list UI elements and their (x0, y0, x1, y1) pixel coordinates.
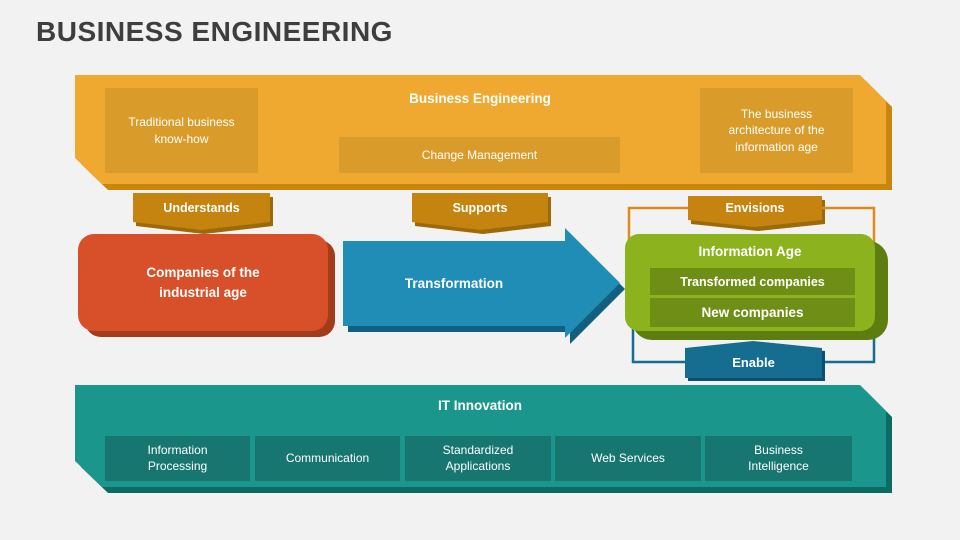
envisions-connector-right-arrowhead (854, 276, 862, 288)
business-intelligence-box: Business Intelligence (705, 436, 852, 481)
information-processing-box: Information Processing (105, 436, 250, 481)
page-title: BUSINESS ENGINEERING (36, 16, 393, 47)
top-banner-title: Business Engineering (409, 91, 551, 106)
understands-label: Understands (163, 200, 240, 215)
industrial-age-box-label: Companies of the industrial age (146, 264, 260, 300)
envisions-label: Envisions (725, 201, 785, 215)
supports-label: Supports (452, 200, 508, 215)
enable-label: Enable (732, 354, 775, 370)
new-companies-box: New companies (650, 298, 855, 327)
transformation-arrow-label: Transformation (404, 275, 504, 291)
information-age-title: Information Age (698, 244, 802, 260)
business-architecture-box: The business architecture of the informa… (700, 88, 853, 173)
change-management-box: Change Management (339, 137, 620, 173)
web-services-box: Web Services (555, 436, 701, 481)
communication-box: Communication (255, 436, 400, 481)
enable-connector-right-arrowhead (854, 307, 862, 319)
transformed-companies-box: Transformed companies (650, 268, 855, 295)
traditional-know-how-box: Traditional business know-how (105, 88, 258, 173)
standardized-applications-box: Standardized Applications (405, 436, 551, 481)
it-innovation-title: IT Innovation (438, 398, 522, 413)
